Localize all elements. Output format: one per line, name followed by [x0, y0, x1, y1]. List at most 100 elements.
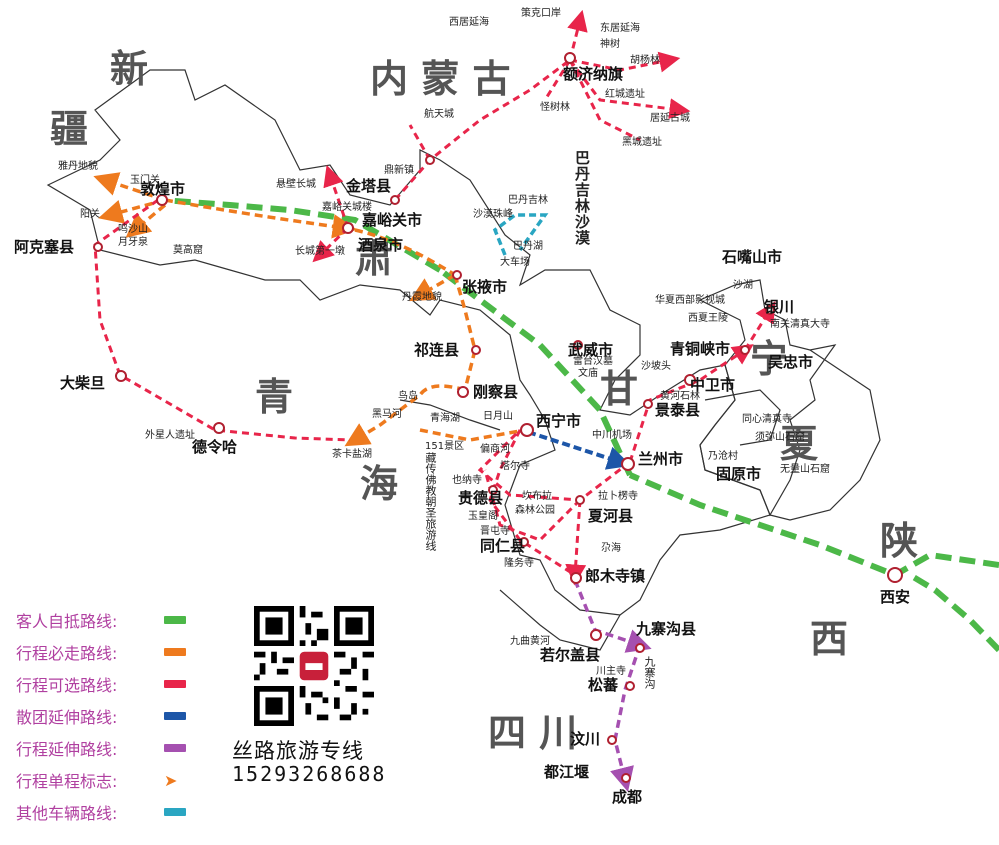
poi-hongcheng: 红城遗址: [605, 89, 645, 100]
city-jinta: 金塔县: [346, 177, 392, 195]
poi-shenshu: 神树: [600, 39, 620, 50]
poi-heicheng: 黑城遗址: [622, 137, 662, 148]
city-gangcha: 刚察县: [473, 383, 519, 401]
city-shizuishan: 石嘴山市: [722, 248, 783, 266]
poi-qinghaihu: 青海湖: [430, 413, 460, 424]
legend-label: 行程延伸路线:: [16, 740, 118, 759]
region-qinghai-2: 海: [360, 462, 399, 506]
poi-yuhuangge: 玉皇阁: [468, 511, 498, 522]
city-langmusi: 郎木寺镇: [585, 567, 646, 585]
poi-heimahe: 黑马河: [372, 409, 402, 420]
region-ningxia-2: 夏: [780, 422, 819, 466]
city-delingha: 德令哈: [192, 438, 238, 456]
legend-label: 行程可选路线:: [16, 676, 118, 695]
legend-row-oneway: 行程单程标志: ➤: [16, 764, 186, 796]
city-jingtai: 景泰县: [655, 401, 701, 419]
poi-dingxinzhen: 鼎新镇: [384, 165, 414, 176]
poi-yeshuchi: 偏商河: [480, 444, 510, 455]
ningxia-outline: [698, 279, 837, 517]
city-dunhuang: 敦煌市: [140, 180, 186, 198]
self-route-lines: [161, 197, 999, 653]
poi-jiuquhuanghe: 九曲黄河: [510, 636, 550, 647]
poi-senlingongyuan: 森林公园: [515, 505, 555, 516]
poi-taersi: 塔尔寺: [500, 461, 530, 472]
poi-xumishan: 须弥山石窟: [755, 432, 805, 443]
city-qilian: 祁连县: [414, 341, 460, 359]
region-xinjiang-1: 新: [110, 47, 149, 91]
city-yinchuan: 银川: [764, 298, 795, 316]
legend-swatch-blue: [164, 712, 186, 720]
poi-xuanbichangcheng: 悬壁长城: [276, 179, 316, 190]
green-east-curve: [908, 572, 999, 653]
poi-dongjuyanhai: 东居延海: [600, 23, 640, 34]
legend-swatch-green: [164, 616, 186, 624]
region-gansu-1: 甘: [600, 367, 639, 411]
poi-guaishulin: 怪树林: [540, 102, 570, 113]
city-jiuzhaigou: 九寨沟县: [636, 620, 697, 638]
poi-yadandimao: 雅丹地貌: [58, 161, 98, 172]
poi-niaodao: 鸟岛: [398, 391, 418, 402]
poi-shamozhufeng: 沙漠珠峰: [473, 209, 513, 220]
poi-xingshancun: 乃沧村: [708, 451, 738, 462]
city-jiayuguan: 嘉峪关市: [362, 211, 423, 229]
city-chengdu: 成都: [612, 788, 643, 806]
city-akesai: 阿克塞县: [14, 238, 75, 256]
region-ningxia-1: 宁: [750, 337, 789, 381]
ningxia-inner: [704, 389, 781, 446]
city-wenchuan: 汶川: [570, 730, 601, 748]
poi-yenacai: 也纳寺: [452, 475, 482, 486]
legend-label: 散团延伸路线:: [16, 708, 118, 727]
city-xining: 西宁市: [536, 412, 582, 430]
poi-mingshashan: 鸣沙山: [118, 224, 148, 235]
poi-shahu: 沙湖: [733, 280, 753, 291]
poi-dachechang: 大车场: [500, 257, 530, 268]
city-lanzhou: 兰州市: [638, 450, 684, 468]
city-zhangye: 张掖市: [462, 278, 508, 296]
region-shaanxi-2: 西: [810, 617, 849, 661]
legend-row-must: 行程必走路线:: [16, 636, 186, 668]
poi-jiayuguanchenglou: 嘉峪关城楼: [322, 202, 372, 213]
poi-chakayanhu: 茶卡盐湖: [332, 449, 372, 460]
poi-changchengdiyidun: 长城第一墩: [295, 246, 345, 257]
poi-wenmiao: 文庙: [578, 368, 598, 379]
legend: 客人自抵路线: 行程必走路线: 行程可选路线: 散团延伸路线: 行程延伸路线: …: [16, 604, 186, 828]
legend-label: 客人自抵路线:: [16, 612, 118, 631]
legend-label: 行程必走路线:: [16, 644, 118, 663]
legend-swatch-orange: [164, 648, 186, 656]
poi-huanghejishilin: 黄河石林: [660, 391, 700, 402]
poi-labulengsi: 拉卜楞寺: [598, 491, 638, 502]
legend-row-self: 客人自抵路线:: [16, 604, 186, 636]
city-tongren: 同仁县: [480, 537, 526, 555]
legend-swatch-red: [164, 680, 186, 688]
legend-label: 其他车辆路线:: [16, 804, 118, 823]
legend-row-group: 散团延伸路线:: [16, 700, 186, 732]
poi-badanjilin: 巴丹吉林: [508, 195, 548, 206]
legend-label: 行程单程标志:: [16, 772, 118, 791]
scenic-line-label: 藏传佛教朝圣旅游线: [424, 452, 437, 551]
brand-name: 丝路旅游专线: [232, 739, 364, 763]
poi-hangtiancheng: 航天城: [424, 109, 454, 120]
poi-yueyaquan: 月牙泉: [118, 237, 148, 248]
city-jiuquan: 酒泉市: [358, 236, 404, 254]
phone-number[interactable]: 15293268688: [232, 762, 387, 786]
legend-row-optional: 行程可选路线:: [16, 668, 186, 700]
poi-cekekouan: 策克口岸: [521, 8, 561, 19]
region-xinjiang-2: 疆: [50, 107, 89, 151]
poi-xixiawangling: 西夏王陵: [688, 313, 728, 324]
desert-label: 巴丹吉林沙漠: [573, 150, 591, 246]
poi-juyangucheng: 居延古城: [650, 113, 690, 124]
poi-xijuyanhai: 西居延海: [449, 17, 489, 28]
region-gansu-2: 肃: [355, 237, 394, 281]
city-qingtongxia: 青铜峡市: [670, 340, 731, 358]
region-shaanxi-1: 陕: [880, 519, 919, 563]
gansu-outline: [46, 69, 771, 616]
group-route-line: [527, 430, 632, 470]
poi-zhanghai: 尕海: [601, 543, 621, 554]
city-dujiangyan: 都江堰: [544, 763, 590, 781]
gansu-east: [769, 349, 881, 521]
sichuan-border: [499, 589, 621, 651]
poi-scenic151: 151景区: [425, 441, 465, 452]
qr-code-icon[interactable]: [254, 606, 374, 726]
legend-row-other: 其他车辆路线:: [16, 796, 186, 828]
